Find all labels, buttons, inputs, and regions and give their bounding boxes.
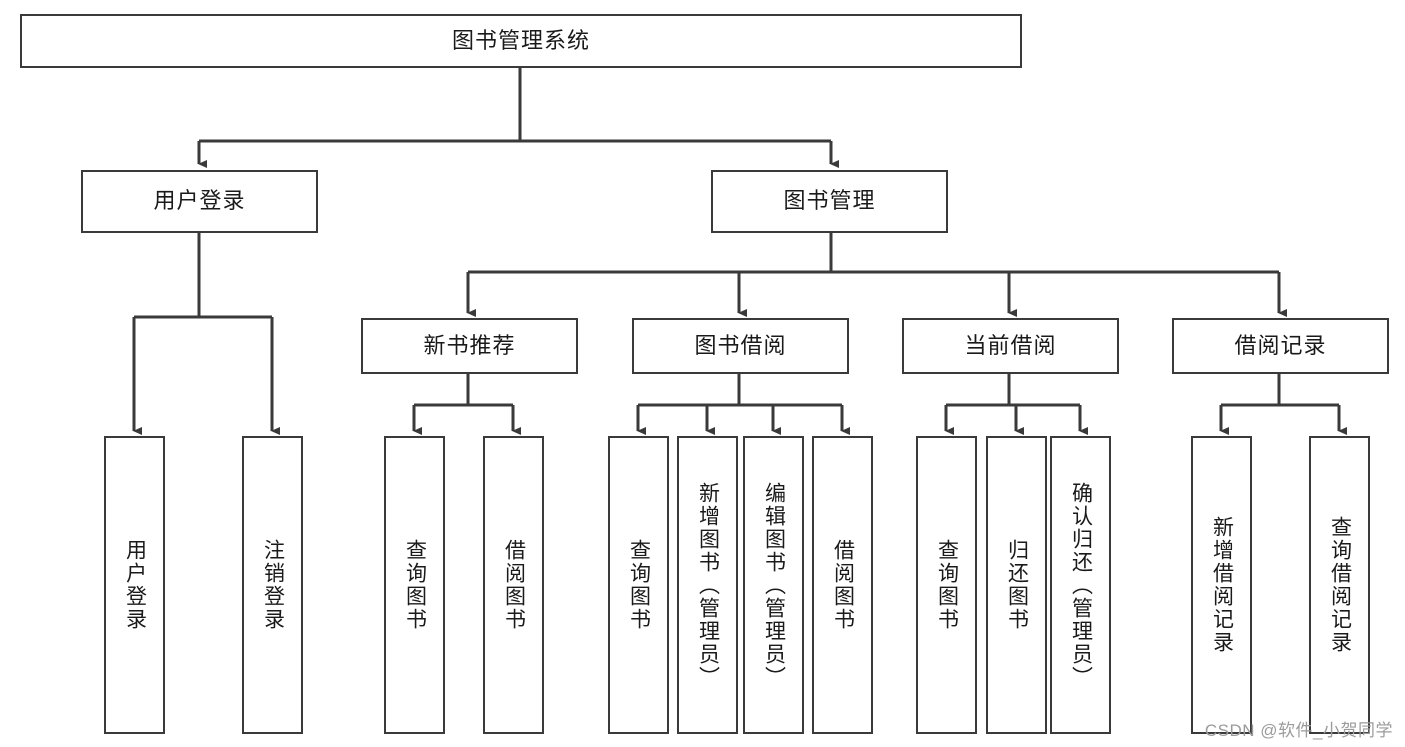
node-leaf-edit-book[interactable]: 编辑图书（管理员） [743,436,804,734]
node-leaf-borrow-book-1[interactable]: 借阅图书 [483,436,544,734]
node-leaf-confirm-return[interactable]: 确认归还（管理员） [1050,436,1111,734]
node-book-manage-label: 图书管理 [783,188,876,214]
node-current-borrow-label: 当前借阅 [964,332,1057,358]
node-leaf-edit-book-label: 编辑图书（管理员） [762,481,786,689]
node-borrow-record-label: 借阅记录 [1234,332,1327,358]
node-book-manage[interactable]: 图书管理 [711,170,948,233]
node-book-borrow[interactable]: 图书借阅 [632,318,849,374]
node-new-book-recommend-label: 新书推荐 [423,332,516,358]
node-leaf-user-login[interactable]: 用户登录 [104,436,165,734]
node-root-label: 图书管理系统 [451,27,590,53]
node-leaf-query-book-1-label: 查询图书 [403,539,427,631]
node-current-borrow[interactable]: 当前借阅 [902,318,1119,374]
node-leaf-add-record[interactable]: 新增借阅记录 [1191,436,1252,734]
node-leaf-query-book-2[interactable]: 查询图书 [608,436,669,734]
node-leaf-confirm-return-label: 确认归还（管理员） [1069,481,1093,689]
node-leaf-user-login-label: 用户登录 [123,539,147,631]
node-leaf-borrow-book-1-label: 借阅图书 [502,539,526,631]
node-leaf-logout-login[interactable]: 注销登录 [242,436,303,734]
node-leaf-query-book-3-label: 查询图书 [935,539,959,631]
node-leaf-return-book[interactable]: 归还图书 [986,436,1047,734]
node-leaf-add-record-label: 新增借阅记录 [1210,516,1234,654]
node-root[interactable]: 图书管理系统 [20,14,1022,68]
node-leaf-logout-login-label: 注销登录 [261,539,285,631]
node-leaf-query-record[interactable]: 查询借阅记录 [1309,436,1370,734]
watermark: CSDN @软件_小贺同学 [1204,721,1393,740]
node-book-borrow-label: 图书借阅 [694,332,787,358]
node-leaf-return-book-label: 归还图书 [1005,539,1029,631]
node-borrow-record[interactable]: 借阅记录 [1172,318,1389,374]
node-leaf-query-book-2-label: 查询图书 [627,539,651,631]
node-user-login[interactable]: 用户登录 [81,170,318,233]
node-leaf-query-book-3[interactable]: 查询图书 [916,436,977,734]
node-leaf-borrow-book-2[interactable]: 借阅图书 [812,436,873,734]
node-leaf-add-book[interactable]: 新增图书（管理员） [677,436,738,734]
node-leaf-borrow-book-2-label: 借阅图书 [831,539,855,631]
node-leaf-query-book-1[interactable]: 查询图书 [384,436,445,734]
node-user-login-label: 用户登录 [153,188,246,214]
node-leaf-query-record-label: 查询借阅记录 [1328,516,1352,654]
node-new-book-recommend[interactable]: 新书推荐 [361,318,578,374]
node-leaf-add-book-label: 新增图书（管理员） [696,481,720,689]
